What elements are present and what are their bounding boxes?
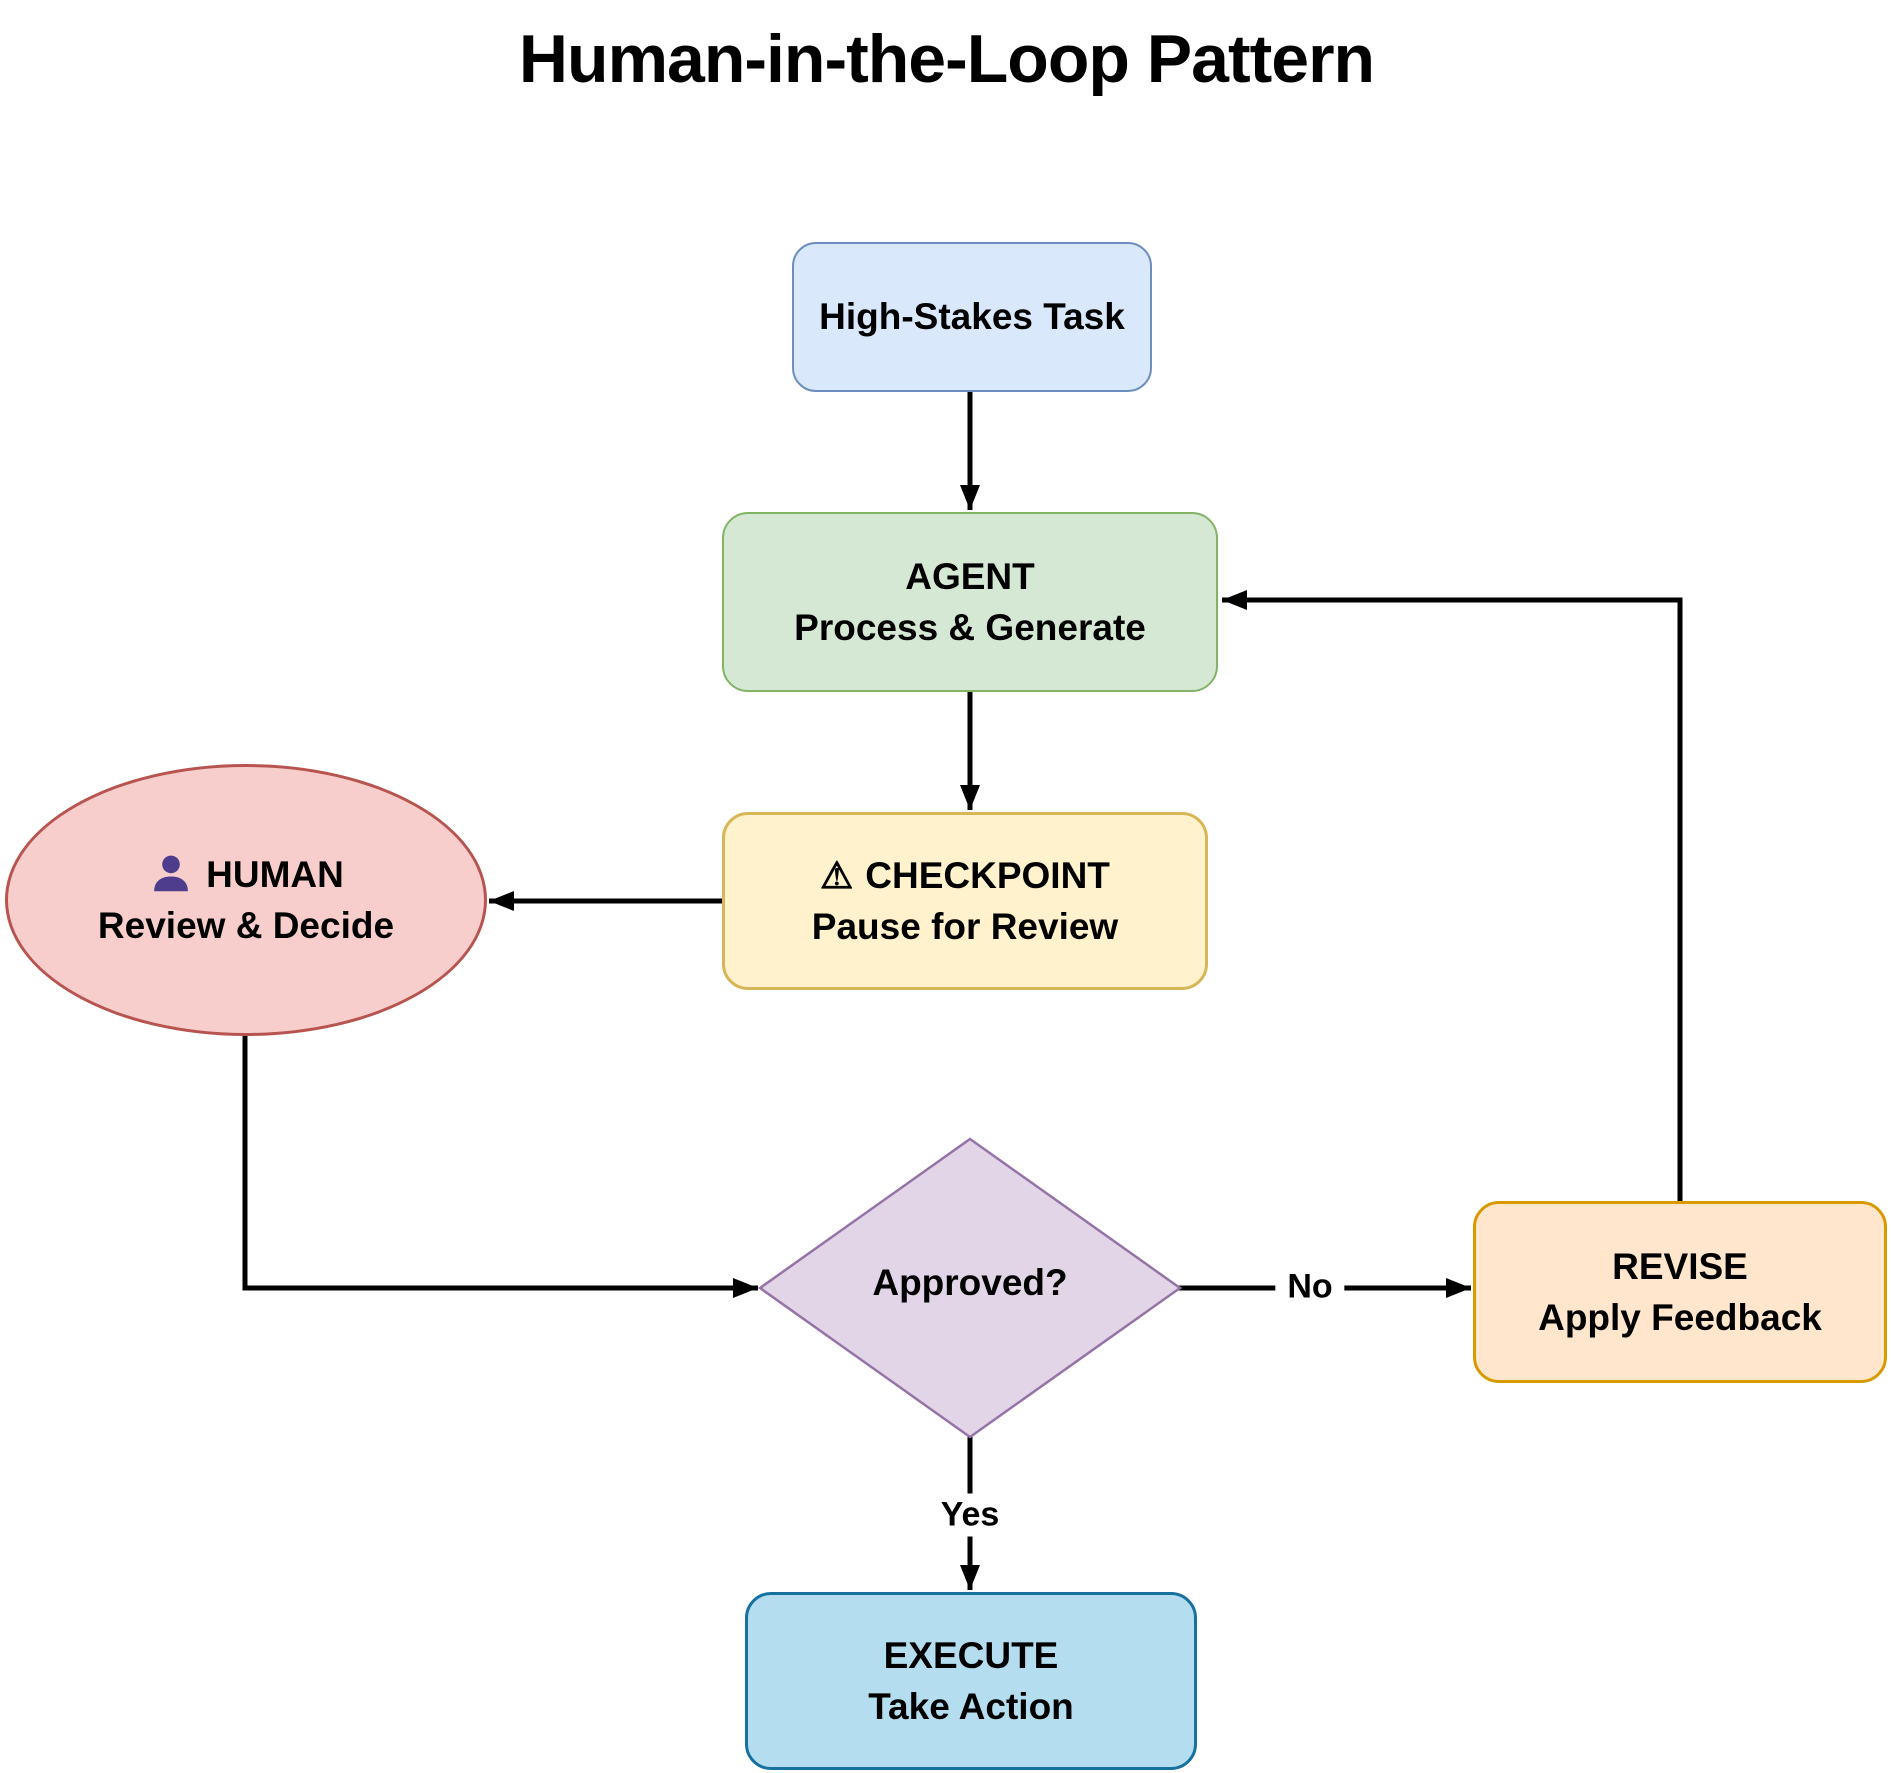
decision-approved-label: Approved?	[872, 1262, 1068, 1303]
node-execute: EXECUTE Take Action	[745, 1592, 1197, 1770]
human-subtitle-label: Review & Decide	[97, 905, 395, 946]
edge-label-yes: Yes	[928, 1493, 1012, 1537]
flowchart-title: Human-in-the-Loop Pattern	[518, 21, 1375, 97]
human-title-label: HUMAN	[206, 853, 344, 895]
warning-icon: ⚠	[820, 854, 854, 896]
node-human: HUMAN Review & Decide	[5, 764, 487, 1036]
edge-label-no: No	[1275, 1265, 1345, 1309]
person-icon	[154, 856, 189, 892]
checkpoint-title-label: CHECKPOINT	[865, 854, 1110, 896]
node-checkpoint: ⚠ CHECKPOINT Pause for Review	[722, 812, 1208, 990]
task-label: High-Stakes Task	[819, 296, 1125, 338]
node-high-stakes-task: High-Stakes Task	[792, 242, 1152, 392]
node-revise: REVISE Apply Feedback	[1473, 1201, 1887, 1383]
execute-title-label: EXECUTE	[883, 1634, 1059, 1676]
checkpoint-subtitle-label: Pause for Review	[811, 906, 1119, 947]
revise-title-label: REVISE	[1612, 1245, 1748, 1287]
edge-human-to-decision	[242, 1034, 758, 1298]
revise-subtitle-label: Apply Feedback	[1538, 1297, 1822, 1338]
execute-subtitle-label: Take Action	[868, 1686, 1074, 1727]
node-agent: AGENT Process & Generate	[722, 512, 1218, 692]
edge-revise-loop-to-agent	[1222, 590, 1683, 1203]
agent-title-label: AGENT	[905, 555, 1035, 597]
agent-subtitle-label: Process & Generate	[794, 607, 1146, 648]
